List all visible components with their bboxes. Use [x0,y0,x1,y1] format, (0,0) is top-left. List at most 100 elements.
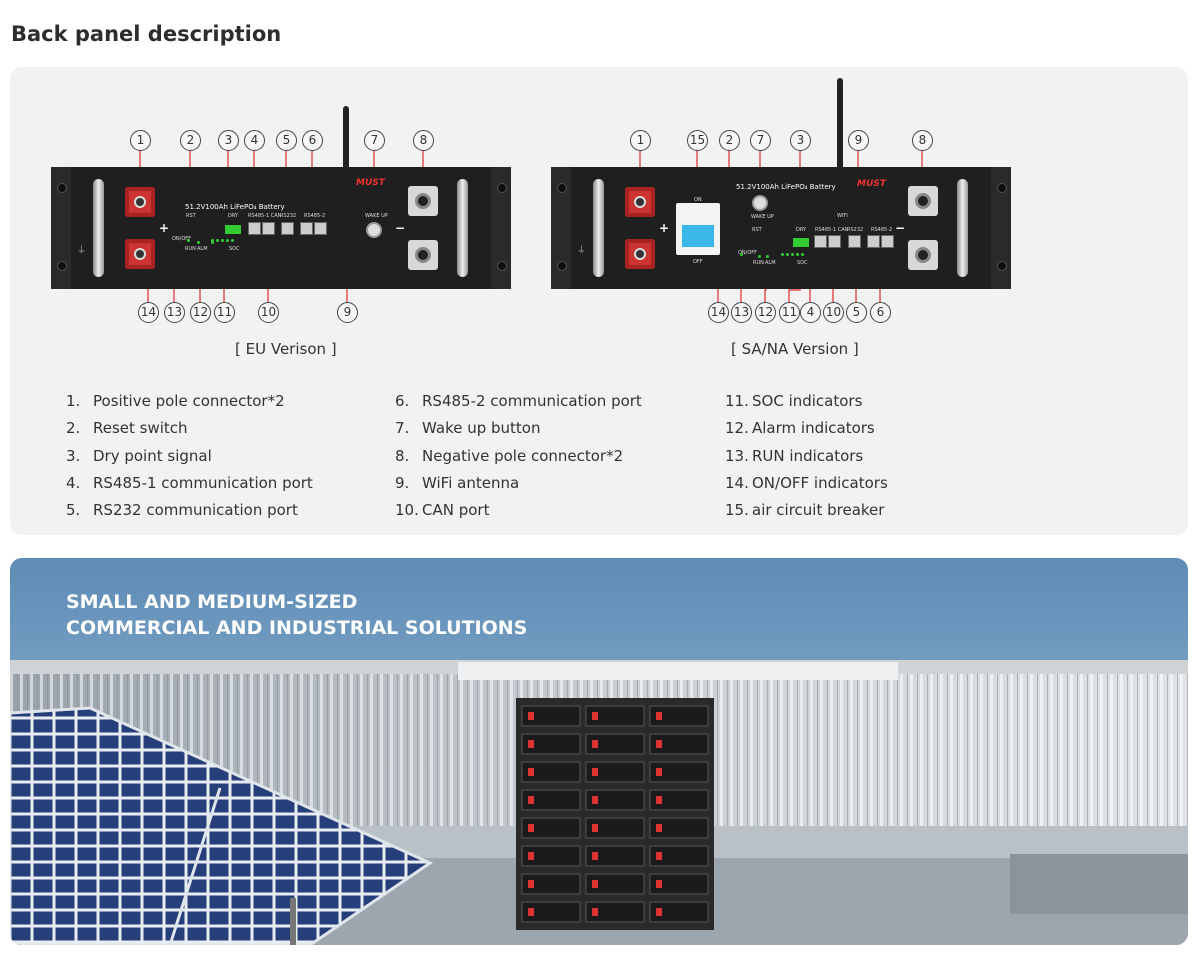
battery-model-text: 51.2V100Ah LiFePO₄ Battery [736,183,836,191]
callout-number: 13 [164,302,185,323]
soc-indicator [801,253,804,256]
callout-number: 4 [244,130,265,151]
callout-number: 1 [630,130,651,151]
legend-item: 10.CAN port [395,501,490,519]
rst-label: RST [186,213,196,219]
soc-indicator [221,239,224,242]
wake-up-button [752,195,768,211]
rack-ear-left [551,167,571,289]
onoff-indicator [187,239,190,242]
alm-label: ALM [197,246,208,252]
callout-number: 5 [276,130,297,151]
rs485-2-label: RS485-2 [304,213,326,219]
breaker-on-label: ON [694,197,702,203]
run-label: RUN [185,246,196,252]
rs485-1-port [248,222,261,235]
page-title: Back panel description [11,22,282,46]
wake-up-button [366,222,382,238]
alarm-indicator [766,255,769,258]
onoff-label: ON/OFF [738,250,758,256]
legend-item: 13.RUN indicators [725,447,864,465]
soc-indicator [216,239,219,242]
callout-number: 2 [719,130,740,151]
can-port [262,222,275,235]
callout-number: 3 [790,130,811,151]
rs485-2-port [300,222,313,235]
dry-label: DRY [228,213,239,219]
callout-number: 13 [731,302,752,323]
legend-item: 5.RS232 communication port [66,501,298,519]
solution-title-line2: COMMERCIAL AND INDUSTRIAL SOLUTIONS [66,617,528,639]
air-circuit-breaker [676,203,720,255]
legend-item: 3.Dry point signal [66,447,212,465]
rs232-label: RS232 [280,213,297,219]
callout-number: 10 [823,302,844,323]
soc-indicator [791,253,794,256]
rack-ear-right [991,167,1011,289]
wake-up-label: WAKE UP [365,213,388,219]
rs485-2-port [881,235,894,248]
legend-item: 11.SOC indicators [725,392,863,410]
soc-label: SOC [229,246,240,252]
positive-pole-connector [625,239,655,269]
rst-label: RST [752,227,762,233]
callout-number: 5 [846,302,867,323]
callout-number: 1 [130,130,151,151]
earth-icon: ⏚ [577,246,587,256]
handle-left [93,179,104,277]
can-port [828,235,841,248]
minus-sign: − [395,221,406,235]
minus-sign: − [895,221,906,235]
sa-battery-back-panel: + − ON OFF 51.2V100Ah LiFePO₄ Battery MU… [551,167,1011,289]
wake-up-label: WAKE UP [751,214,774,220]
wifi-antenna [837,78,843,198]
run-label: RUN [753,260,764,266]
callout-number: 6 [870,302,891,323]
legend-item: 6.RS485-2 communication port [395,392,642,410]
handle-right [957,179,968,277]
dry-label: DRY [796,227,807,233]
callout-number: 15 [687,130,708,151]
soc-indicator [781,253,784,256]
callout-number: 14 [138,302,159,323]
plus-sign: + [159,221,170,235]
legend-item: 14.ON/OFF indicators [725,474,888,492]
legend-item: 2.Reset switch [66,419,188,437]
callout-number: 11 [779,302,800,323]
dry-point-terminal [792,237,810,248]
earth-icon: ⏚ [77,246,87,256]
rs485-2-port [867,235,880,248]
callout-number: 11 [214,302,235,323]
run-indicator [197,241,200,244]
callout-number: 6 [302,130,323,151]
soc-label: SOC [797,260,808,266]
soc-indicator [231,239,234,242]
callout-number: 7 [364,130,385,151]
soc-indicator [211,239,214,242]
callout-number: 8 [912,130,933,151]
solution-title: SMALL AND MEDIUM-SIZED COMMERCIAL AND IN… [66,589,527,641]
eu-battery-back-panel: + − 51.2V100Ah LiFePO₄ Battery MUST RST … [51,167,511,289]
callout-number: 2 [180,130,201,151]
onoff-indicator [740,253,743,256]
handle-right [457,179,468,277]
sa-version-label: [ SA/NA Version ] [731,340,859,358]
positive-pole-connector [125,239,155,269]
rack-ear-right [491,167,511,289]
run-indicator [758,255,761,258]
eu-version-label: [ EU Verison ] [235,340,337,358]
positive-pole-connector [125,187,155,217]
callout-number: 9 [848,130,869,151]
solution-title-line1: SMALL AND MEDIUM-SIZED [66,591,358,613]
rs485-2-port [314,222,327,235]
rs485-1-can-label: RS485-1 CAN [815,227,849,233]
callout-number: 7 [750,130,771,151]
solution-illustration [10,558,1188,945]
callout-number: 4 [800,302,821,323]
wifi-antenna [343,106,349,226]
callout-number: 3 [218,130,239,151]
callout-number: 8 [413,130,434,151]
positive-pole-connector [625,187,655,217]
rack-ear-left [51,167,71,289]
handle-left [593,179,604,277]
